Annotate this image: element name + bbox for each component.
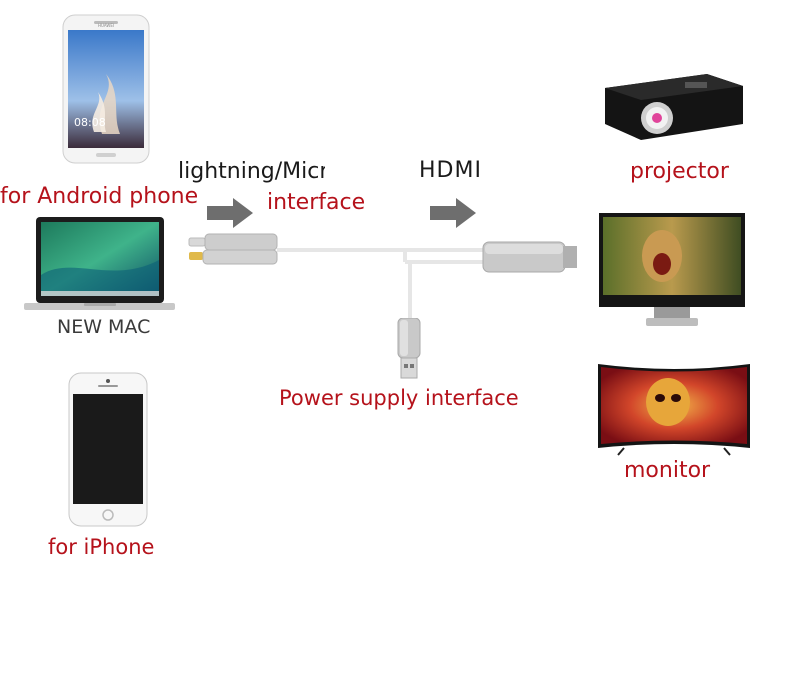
right-arrow-icon <box>430 198 476 228</box>
android-time: 08:08 <box>74 116 106 129</box>
monitor-label: monitor <box>624 458 711 483</box>
monitor-icon <box>598 212 746 328</box>
new-mac-label: NEW MAC <box>57 316 151 338</box>
iphone-label: for iPhone <box>48 535 155 559</box>
svg-text:HUAWEI: HUAWEI <box>98 23 114 28</box>
curved-tv-icon <box>596 360 752 456</box>
hdmi-label: HDMI <box>419 158 482 183</box>
android-label: for Android phone <box>0 184 199 209</box>
usb-plug-icon <box>396 318 422 380</box>
power-supply-label: Power supply interface <box>279 386 519 410</box>
projector-icon <box>597 66 747 146</box>
lightning-micro-label: lightning/Micro <box>178 159 325 184</box>
android-phone-icon: 08:08 HUAWEI <box>62 14 150 164</box>
hdmi-cable-icon <box>185 232 580 382</box>
interface-label: interface <box>267 190 366 215</box>
right-arrow-icon <box>207 198 253 228</box>
iphone-icon <box>68 372 148 527</box>
macbook-icon <box>22 215 177 315</box>
projector-label: projector <box>630 159 729 184</box>
